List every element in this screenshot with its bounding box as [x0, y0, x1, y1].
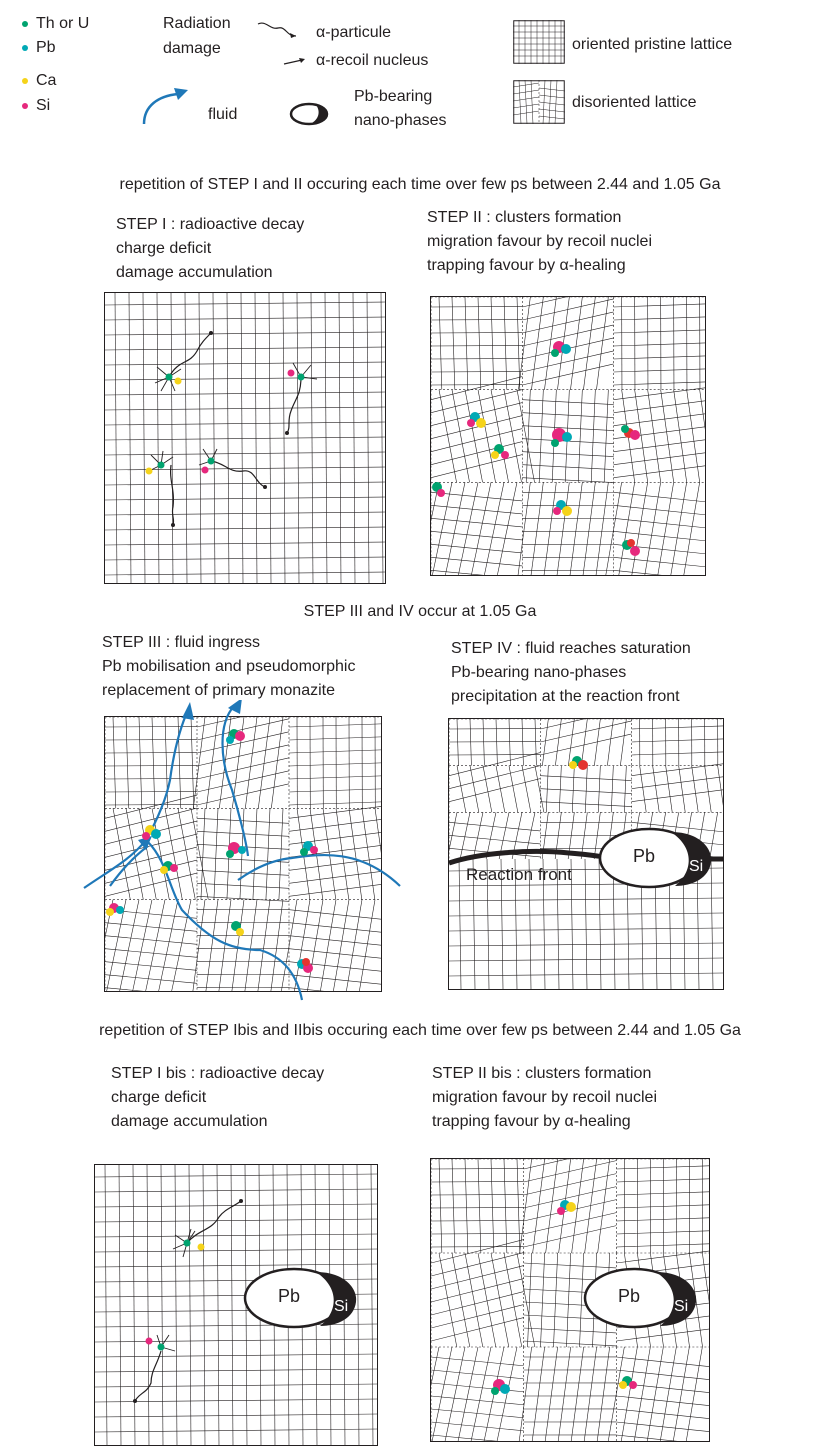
legend-fluid: fluid: [208, 104, 237, 126]
step4-line3: precipitation at the reaction front: [451, 686, 680, 707]
heading-repeat-bis: repetition of STEP Ibis and IIbis occuri…: [0, 1020, 840, 1041]
step1bis-line3: damage accumulation: [111, 1111, 268, 1132]
step3-line2: Pb mobilisation and pseudomorphic: [102, 656, 355, 677]
step2-panel: [430, 296, 706, 576]
step1bis-nanophase: Pb Si: [242, 1266, 360, 1330]
step1-title: STEP I : radioactive decay: [116, 214, 304, 235]
nanophase-pb-label: Pb: [633, 846, 655, 867]
cluster: [551, 341, 571, 357]
cluster: [557, 1200, 576, 1215]
legend-alpha-particle: α-particule: [316, 22, 391, 44]
step3-title: STEP III : fluid ingress: [102, 632, 260, 653]
pb-dot: [22, 45, 28, 51]
nanophase-pb-label: Pb: [618, 1286, 640, 1307]
step2bis-line2: migration favour by recoil nuclei: [432, 1087, 657, 1108]
alpha-particle-icon: [256, 18, 306, 46]
legend-nano-phases-2: nano-phases: [354, 110, 447, 132]
step2-title: STEP II : clusters formation: [427, 207, 621, 228]
step1-damage: [105, 293, 385, 583]
nanophase-si-label: Si: [689, 858, 703, 876]
legend-nano-phases-1: Pb-bearing: [354, 86, 432, 108]
cluster: [622, 539, 640, 556]
step2bis-line3: trapping favour by α-healing: [432, 1111, 631, 1132]
step4-title: STEP IV : fluid reaches saturation: [451, 638, 691, 659]
legend-disoriented-lattice: disoriented lattice: [572, 92, 697, 114]
step2-clusters: [431, 297, 705, 575]
legend-th-u: Th or U: [36, 13, 89, 35]
step1bis-title: STEP I bis : radioactive decay: [111, 1063, 324, 1084]
legend-pb: Pb: [36, 37, 56, 59]
step3-line3: replacement of primary monazite: [102, 680, 335, 701]
ca-dot: [22, 78, 28, 84]
heading-step-3-4: STEP III and IV occur at 1.05 Ga: [0, 601, 840, 622]
nanophase-si-label: Si: [674, 1298, 688, 1316]
cluster: [619, 1376, 637, 1389]
legend-si: Si: [36, 95, 50, 117]
step1bis-line2: charge deficit: [111, 1087, 206, 1108]
step1-line3: damage accumulation: [116, 262, 273, 283]
legend-alpha-recoil: α-recoil nucleus: [316, 50, 428, 72]
legend-radiation-damage-1: Radiation: [163, 13, 231, 35]
oriented-lattice-swatch: [513, 20, 565, 64]
step2-line2: migration favour by recoil nuclei: [427, 231, 652, 252]
cluster: [621, 425, 640, 440]
disoriented-lattice-swatch: [513, 80, 565, 124]
fluid-arrow-icon: [138, 84, 194, 128]
step2-line3: trapping favour by α-healing: [427, 255, 626, 276]
th-u-dot: [22, 21, 28, 27]
step2bis-title: STEP II bis : clusters formation: [432, 1063, 651, 1084]
cluster: [491, 444, 509, 459]
heading-repeat-1-2: repetition of STEP I and II occuring eac…: [0, 174, 840, 195]
step4-line2: Pb-bearing nano-phases: [451, 662, 626, 683]
cluster: [467, 412, 486, 428]
cluster: [491, 1379, 510, 1395]
cluster: [551, 428, 572, 447]
cluster: [432, 482, 445, 497]
legend-oriented-lattice: oriented pristine lattice: [572, 34, 732, 56]
nanophase-si-label: Si: [334, 1298, 348, 1316]
step4-nanophase: Pb Si: [597, 826, 715, 890]
nano-phase-icon: [288, 100, 332, 128]
si-dot: [22, 103, 28, 109]
nanophase-pb-label: Pb: [278, 1286, 300, 1307]
step3-overlay: [70, 700, 410, 1020]
legend-radiation-damage-2: damage: [163, 38, 221, 60]
reaction-front-label: Reaction front: [466, 864, 572, 885]
alpha-recoil-icon: [282, 56, 308, 66]
cluster: [553, 500, 572, 516]
step1-panel: [104, 292, 386, 584]
legend-ca: Ca: [36, 70, 56, 92]
step2bis-nanophase: Pb Si: [582, 1266, 700, 1330]
step1-line2: charge deficit: [116, 238, 211, 259]
